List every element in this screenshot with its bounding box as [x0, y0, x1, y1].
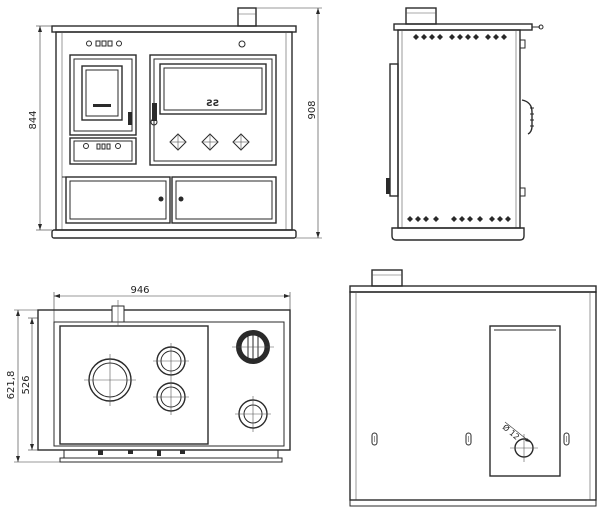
back-flue-connector-icon	[504, 421, 538, 462]
back-top-plate	[349, 285, 597, 293]
side-plinth	[391, 227, 525, 241]
hob-plate	[59, 325, 209, 445]
oven-diamond-icons	[169, 133, 250, 151]
side-top-vents	[413, 34, 507, 40]
drawer-knob-icon	[178, 196, 184, 202]
large-hotplate-ring-icon	[84, 354, 136, 406]
oven-door	[149, 54, 277, 166]
small-hotplate-ring-icon	[153, 343, 189, 379]
cooktop-plate	[51, 25, 297, 33]
firebox-handle-icon	[128, 112, 132, 125]
front-view: ƧƧ 844	[28, 7, 322, 239]
warming-ring-icon	[235, 396, 271, 432]
dimension-height	[36, 25, 52, 231]
width-label: 946	[130, 285, 149, 296]
oven-logo-icon: ƧƧ	[207, 99, 220, 109]
top-plate-inner	[53, 321, 285, 447]
height-label: 844	[28, 110, 39, 129]
depth-label: 526	[21, 375, 32, 394]
top-view: 946 621,8 526	[6, 285, 291, 463]
side-handle-icon	[521, 99, 533, 135]
vent-holes	[86, 40, 122, 47]
back-access-panel	[489, 325, 561, 477]
front-rail	[59, 457, 283, 463]
drawer-knob-icon	[158, 196, 164, 202]
brand-plate-icon	[93, 104, 111, 107]
oven-handle-icon	[152, 103, 157, 121]
dimension-depth	[28, 317, 38, 451]
small-hotplate-ring-icon	[153, 379, 189, 415]
flue-pipe	[237, 7, 257, 27]
side-door-profile	[389, 63, 399, 197]
back-slot-icons	[371, 432, 570, 446]
firebox-door	[69, 54, 137, 136]
ash-door	[69, 137, 137, 165]
side-view	[386, 7, 544, 241]
back-view: Ø 12	[349, 269, 597, 507]
top-flue-outlet-icon	[232, 330, 274, 364]
plinth	[51, 229, 297, 239]
flue-diameter-label: Ø 12	[501, 422, 522, 442]
side-cooktop	[393, 23, 533, 31]
ash-vent-holes	[83, 143, 121, 150]
top-plate-outline	[37, 309, 291, 451]
side-bottom-vents	[407, 216, 511, 222]
dimension-width	[53, 292, 291, 322]
firebox-window	[81, 65, 123, 121]
dimension-total-height	[256, 7, 322, 239]
left-drawer	[65, 176, 171, 224]
top-knob-icon	[238, 40, 246, 48]
back-body	[349, 291, 597, 501]
right-drawer	[171, 176, 277, 224]
back-flue-pipe	[371, 269, 403, 287]
depth-total-label: 621,8	[6, 371, 17, 400]
side-flue-pipe	[405, 7, 437, 25]
total-height-label: 908	[307, 100, 318, 119]
side-body	[397, 29, 521, 229]
back-plinth	[349, 499, 597, 507]
oven-window	[159, 63, 267, 115]
dimension-depth-total	[14, 309, 60, 463]
